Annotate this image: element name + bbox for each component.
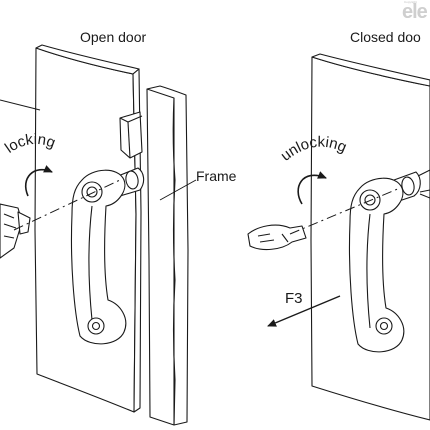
open-latch bbox=[119, 111, 143, 159]
door-frame bbox=[146, 85, 189, 426]
unlocking-rotation-arrow bbox=[297, 171, 327, 205]
locking-rotation-arrow bbox=[25, 165, 53, 197]
closed-door-label: Closed doo bbox=[350, 29, 421, 45]
force-label: F3 bbox=[285, 290, 303, 307]
open-door-label: Open door bbox=[80, 29, 147, 45]
copyright-watermark: Copyright bbox=[404, 0, 417, 4]
right-edge-leader-line bbox=[419, 193, 430, 199]
closed-handle-grip bbox=[348, 177, 405, 353]
left-edge-leader-line bbox=[0, 99, 41, 111]
open-key bbox=[0, 203, 23, 259]
closed-door-edge bbox=[311, 53, 430, 87]
open-handle-grip bbox=[70, 169, 127, 345]
closed-key bbox=[247, 224, 307, 251]
brand-watermark: ele bbox=[402, 1, 428, 23]
frame-label: Frame bbox=[196, 168, 237, 184]
pull-force-arrow bbox=[267, 295, 341, 327]
frame-leader-line bbox=[159, 179, 197, 201]
